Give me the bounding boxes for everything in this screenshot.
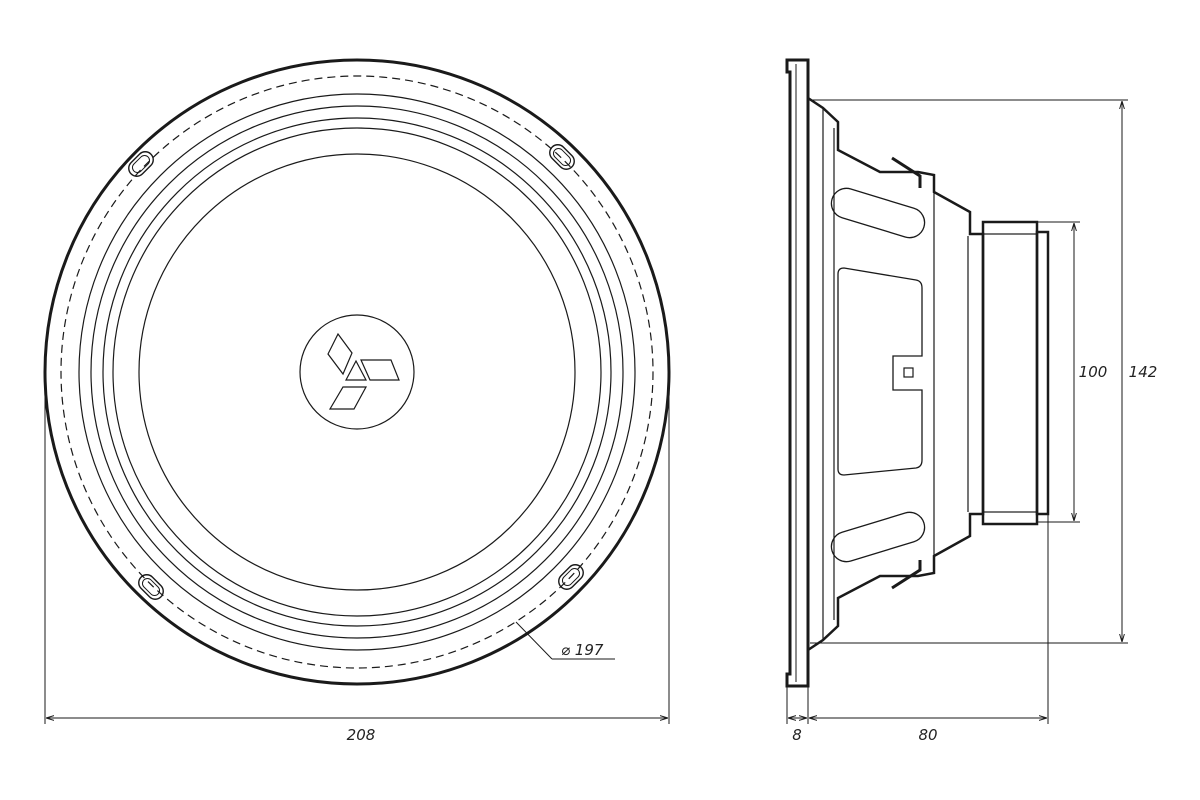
terminal-plate: [837, 267, 923, 476]
magnet-diameter-label: 100: [1079, 363, 1108, 381]
mount-depth-label: 80: [918, 726, 937, 744]
mounting-hole-circle: [60, 75, 654, 669]
basket-window-bottom: [830, 511, 926, 563]
mounting-flange: [785, 58, 810, 688]
outer-rim: [43, 58, 671, 686]
dimension-overall-height: 142: [810, 99, 1158, 644]
magnet-assembly: [981, 220, 1050, 526]
front-view: [43, 58, 671, 686]
dimension-magnet-diameter: 100: [1037, 221, 1108, 523]
surround-ring-2: [90, 105, 624, 639]
three-diamond-logo-icon: [327, 332, 400, 410]
dimension-overall-width: 208: [44, 378, 670, 744]
dimension-cutout-diameter: ⌀ 197: [515, 621, 615, 660]
mounting-slot-top-left: [128, 151, 154, 177]
surround-ring-3: [102, 117, 612, 627]
terminal-square: [903, 367, 914, 378]
terminal-tab-bottom: [891, 560, 922, 590]
mounting-slot-bottom-left: [138, 574, 164, 600]
cutout-diameter-label: ⌀ 197: [561, 641, 604, 659]
surround-inner: [112, 127, 602, 617]
terminal-tab-top: [891, 156, 922, 188]
basket-window-top: [830, 187, 926, 239]
overall-width-label: 208: [347, 726, 376, 744]
cone: [138, 153, 576, 591]
overall-height-label: 142: [1129, 363, 1158, 381]
surround-outer: [78, 93, 636, 651]
side-view: [785, 58, 1050, 688]
dust-cap: [299, 314, 415, 430]
dimension-mount-depth: 80: [809, 514, 1049, 744]
mounting-slot-bottom-right: [558, 564, 584, 590]
mounting-slot-top-right: [549, 144, 575, 170]
dimension-flange-depth: 8: [786, 650, 809, 744]
flange-depth-label: 8: [792, 726, 802, 744]
